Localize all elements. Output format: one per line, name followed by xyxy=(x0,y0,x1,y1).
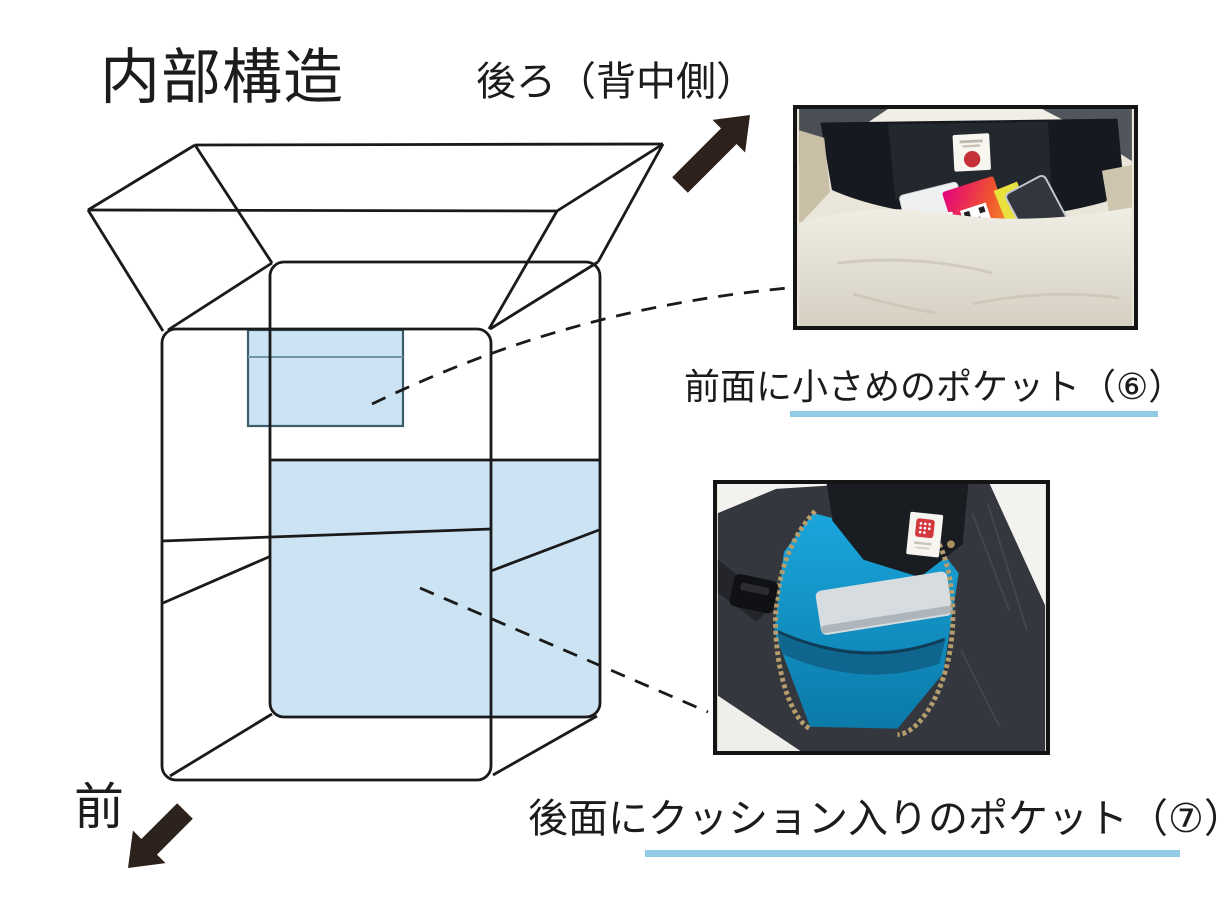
caption-front-underline xyxy=(790,411,1158,417)
floor-highlight xyxy=(717,695,801,751)
laptop xyxy=(815,571,953,635)
photo-rear-cushioned-pocket xyxy=(713,480,1050,755)
buckle xyxy=(729,574,779,614)
dashed-connector-rear-pocket xyxy=(419,586,709,714)
front-panel-outline xyxy=(160,327,493,782)
back-direction-label: 後ろ（背中側） xyxy=(476,60,756,104)
pocket-7-highlight xyxy=(270,460,600,717)
zipper-left xyxy=(773,509,817,731)
arrow-down-left-icon xyxy=(128,803,193,868)
brand-tag xyxy=(906,511,944,558)
dashed-connector-front-pocket xyxy=(371,286,789,406)
front-direction-label: 前 xyxy=(74,779,124,835)
rear-panel-outline xyxy=(268,260,602,719)
photo-front-small-pocket xyxy=(793,105,1138,330)
zipper-pull xyxy=(947,540,955,549)
pocket-6-highlight xyxy=(246,328,405,428)
arrow-up-right-icon xyxy=(672,115,750,193)
caption-rear-underline xyxy=(645,850,1180,857)
zipper-right xyxy=(897,543,956,737)
side-gusset-left xyxy=(799,130,830,225)
photo-front-small-pocket-art xyxy=(799,109,1132,326)
caption-front-pocket: 前面に小さめのポケット（⑥） xyxy=(684,366,1185,407)
caption-rear-pocket: 後面にクッション入りのポケット（⑦） xyxy=(528,797,1230,841)
bag-outline xyxy=(86,142,665,782)
photo-rear-cushioned-pocket-art xyxy=(717,484,1046,751)
brand-tag xyxy=(952,133,991,172)
page-title: 内部構造 xyxy=(100,44,344,111)
